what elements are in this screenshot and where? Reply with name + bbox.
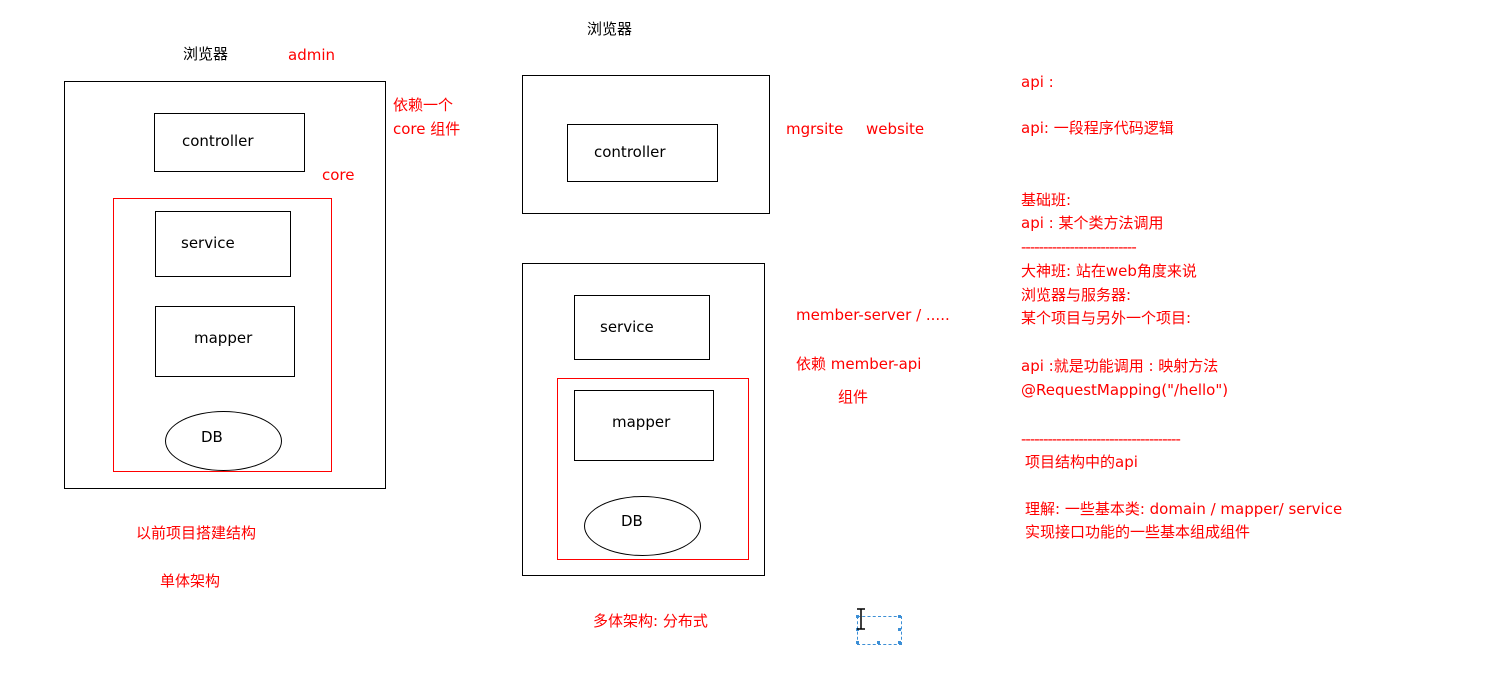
- selection-handle[interactable]: [856, 615, 859, 618]
- note-divider: ------------------------------------: [1021, 430, 1181, 448]
- note-line: 浏览器与服务器:: [1021, 286, 1132, 304]
- left-mapper-label: mapper: [194, 329, 253, 347]
- left-caption-1: 以前项目搭建结构: [136, 524, 257, 542]
- left-service-label: service: [181, 234, 235, 252]
- note-line: api :就是功能调用 : 映射方法: [1021, 357, 1219, 375]
- note-line: @RequestMapping("/hello"): [1021, 381, 1229, 399]
- note-divider: --------------------------: [1021, 238, 1137, 256]
- selection-handle[interactable]: [898, 641, 901, 644]
- selection-handle[interactable]: [877, 641, 880, 644]
- middle-top-box[interactable]: [522, 75, 770, 214]
- middle-db-label: DB: [621, 512, 643, 530]
- note-line: api :: [1021, 73, 1054, 91]
- member-server-label: member-server / .....: [796, 306, 950, 324]
- left-admin-label: admin: [288, 46, 335, 64]
- middle-bottom-box[interactable]: [522, 263, 765, 576]
- middle-service-box[interactable]: [574, 295, 710, 360]
- middle-caption: 多体架构: 分布式: [593, 612, 708, 630]
- middle-controller-label: controller: [594, 143, 666, 161]
- note-line: 实现接口功能的一些基本组成组件: [1025, 523, 1251, 541]
- note-line: 基础班:: [1021, 191, 1072, 209]
- left-outer-box[interactable]: [64, 81, 386, 489]
- left-service-box[interactable]: [155, 211, 291, 277]
- left-dependency-label-2: core 组件: [393, 120, 461, 138]
- note-line: 大神班: 站在web角度来说: [1021, 262, 1197, 280]
- note-line: 某个项目与另外一个项目:: [1021, 309, 1192, 327]
- middle-service-label: service: [600, 318, 654, 336]
- note-line: 项目结构中的api: [1025, 453, 1138, 471]
- left-caption-2: 单体架构: [160, 572, 221, 590]
- middle-mapper-label: mapper: [612, 413, 671, 431]
- note-line: api : 某个类方法调用: [1021, 214, 1164, 232]
- left-dependency-label-1: 依赖一个: [393, 96, 454, 114]
- left-db-ellipse[interactable]: [165, 411, 282, 471]
- left-db-label: DB: [201, 428, 223, 446]
- selection-handle[interactable]: [898, 615, 901, 618]
- middle-website-label: website: [866, 120, 925, 138]
- left-browser-label: 浏览器: [183, 45, 229, 63]
- middle-db-ellipse[interactable]: [584, 496, 701, 556]
- left-mapper-box[interactable]: [155, 306, 295, 377]
- i-beam-cursor-icon: [857, 608, 865, 630]
- depend-member-api-label: 依赖 member-api: [796, 355, 922, 373]
- selection-handle[interactable]: [898, 628, 901, 631]
- note-line: 理解: 一些基本类: domain / mapper/ service: [1025, 500, 1343, 518]
- left-controller-box[interactable]: [154, 113, 305, 172]
- selection-handle[interactable]: [856, 641, 859, 644]
- middle-mgrsite-label: mgrsite: [786, 120, 844, 138]
- middle-browser-label: 浏览器: [587, 20, 633, 38]
- note-line: api: 一段程序代码逻辑: [1021, 119, 1174, 137]
- middle-controller-box[interactable]: [567, 124, 718, 182]
- left-controller-label: controller: [182, 132, 254, 150]
- component-label: 组件: [838, 388, 869, 406]
- left-core-label: core: [322, 166, 355, 184]
- middle-mapper-box[interactable]: [574, 390, 714, 461]
- left-core-box[interactable]: [113, 198, 332, 472]
- middle-api-box[interactable]: [557, 378, 749, 560]
